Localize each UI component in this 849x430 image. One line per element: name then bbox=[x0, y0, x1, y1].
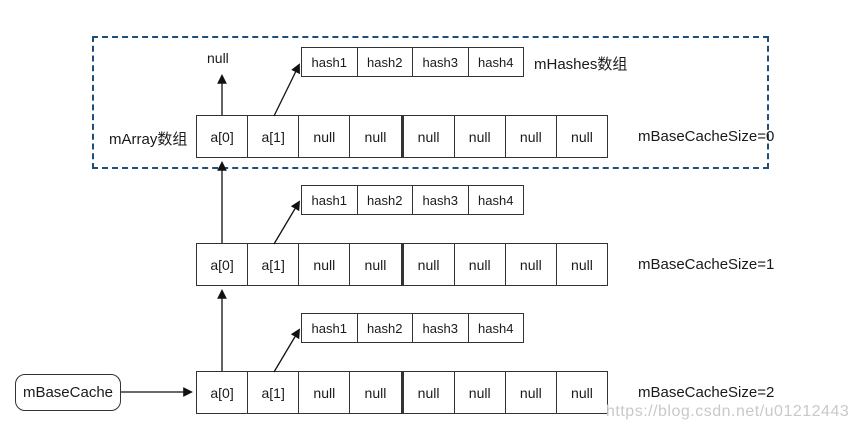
array-cell: null bbox=[299, 116, 351, 157]
mbasecache-label: mBaseCache bbox=[22, 384, 114, 401]
array-cell: null bbox=[556, 244, 607, 285]
hash-cell: hash4 bbox=[468, 48, 523, 76]
array-cell: null bbox=[454, 116, 506, 157]
array-cell: null bbox=[556, 116, 607, 157]
arrow-a1-to-hashes-level2 bbox=[273, 328, 300, 373]
array-cell: null bbox=[299, 372, 351, 413]
marray-label: mArray数组 bbox=[109, 131, 188, 148]
array-cell: null bbox=[454, 372, 506, 413]
array-cell: null bbox=[505, 372, 557, 413]
watermark: https://blog.csdn.net/u012124438 bbox=[606, 403, 849, 420]
array-cell: null bbox=[299, 244, 351, 285]
dashed-region-level0 bbox=[92, 36, 769, 169]
hash-cell: hash1 bbox=[302, 314, 358, 342]
array-cell: null bbox=[505, 244, 557, 285]
array-cell: null bbox=[505, 116, 557, 157]
hash-cell: hash1 bbox=[302, 186, 358, 214]
hash-row-level0: hash1 hash2 hash3 hash4 bbox=[301, 47, 524, 77]
mbasecache-node: mBaseCache bbox=[15, 374, 121, 411]
array-cell: a[1] bbox=[248, 244, 300, 285]
hash-row-level1: hash1 hash2 hash3 hash4 bbox=[301, 185, 524, 215]
array-cell: a[0] bbox=[197, 116, 249, 157]
array-cell: null bbox=[350, 116, 404, 157]
array-cell: null bbox=[350, 244, 404, 285]
array-row-level0: a[0] a[1] null null null null null null bbox=[196, 115, 608, 158]
array-row-level2: a[0] a[1] null null null null null null bbox=[196, 371, 608, 414]
hash-cell: hash2 bbox=[357, 48, 413, 76]
hash-cell: hash4 bbox=[468, 186, 523, 214]
hash-cell: hash4 bbox=[468, 314, 523, 342]
array-cell: null bbox=[403, 116, 455, 157]
mhashes-label: mHashes数组 bbox=[534, 56, 628, 73]
hash-row-level2: hash1 hash2 hash3 hash4 bbox=[301, 313, 524, 343]
hash-cell: hash2 bbox=[357, 314, 413, 342]
hash-cell: hash3 bbox=[413, 314, 469, 342]
array-row-level1: a[0] a[1] null null null null null null bbox=[196, 243, 608, 286]
array-cell: a[1] bbox=[248, 116, 300, 157]
size-label-level2: mBaseCacheSize=2 bbox=[638, 384, 775, 401]
array-cell: null bbox=[403, 372, 455, 413]
hash-cell: hash3 bbox=[413, 186, 469, 214]
hash-cell: hash2 bbox=[357, 186, 413, 214]
array-cell: null bbox=[350, 372, 404, 413]
array-cell: null bbox=[454, 244, 506, 285]
size-label-level0: mBaseCacheSize=0 bbox=[638, 128, 775, 145]
arrow-a1-to-hashes-level1 bbox=[273, 200, 300, 245]
array-cell: a[0] bbox=[197, 244, 249, 285]
null-pointer-label: null bbox=[207, 50, 229, 66]
array-cell: null bbox=[556, 372, 607, 413]
array-cell: a[1] bbox=[248, 372, 300, 413]
size-label-level1: mBaseCacheSize=1 bbox=[638, 256, 775, 273]
array-cell: null bbox=[403, 244, 455, 285]
hash-cell: hash3 bbox=[413, 48, 469, 76]
array-cell: a[0] bbox=[197, 372, 249, 413]
hash-cell: hash1 bbox=[302, 48, 358, 76]
